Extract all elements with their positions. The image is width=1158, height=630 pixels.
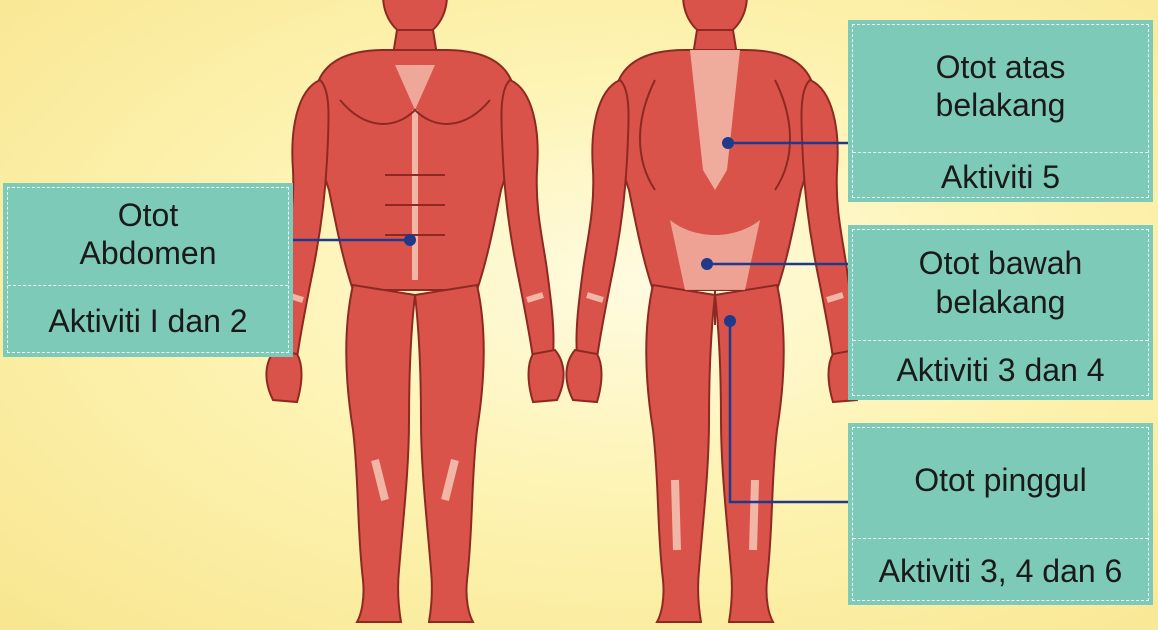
label-box-upper-back: Otot atas belakang Aktiviti 5 (848, 20, 1153, 202)
marker-dot (404, 234, 416, 246)
activity-text: Aktiviti 3 dan 4 (848, 341, 1153, 399)
activity-text: Aktiviti I dan 2 (3, 286, 293, 356)
marker-dot (722, 137, 734, 149)
activity-text: Aktiviti 5 (848, 153, 1153, 201)
muscle-name: Otot pinggul (848, 423, 1153, 538)
label-box-hip: Otot pinggul Aktiviti 3, 4 dan 6 (848, 423, 1153, 605)
label-box-lower-back: Otot bawah belakang Aktiviti 3 dan 4 (848, 225, 1153, 400)
label-box-abdomen: Otot Abdomen Aktiviti I dan 2 (3, 183, 293, 357)
muscle-name: Otot Abdomen (3, 183, 293, 285)
human-muscle-back-figure (566, 0, 863, 622)
marker-dot (724, 315, 736, 327)
muscle-name: Otot atas belakang (848, 20, 1153, 152)
activity-text: Aktiviti 3, 4 dan 6 (848, 539, 1153, 604)
human-muscle-front-figure (266, 0, 563, 622)
muscle-name: Otot bawah belakang (848, 225, 1153, 340)
marker-dot (701, 258, 713, 270)
